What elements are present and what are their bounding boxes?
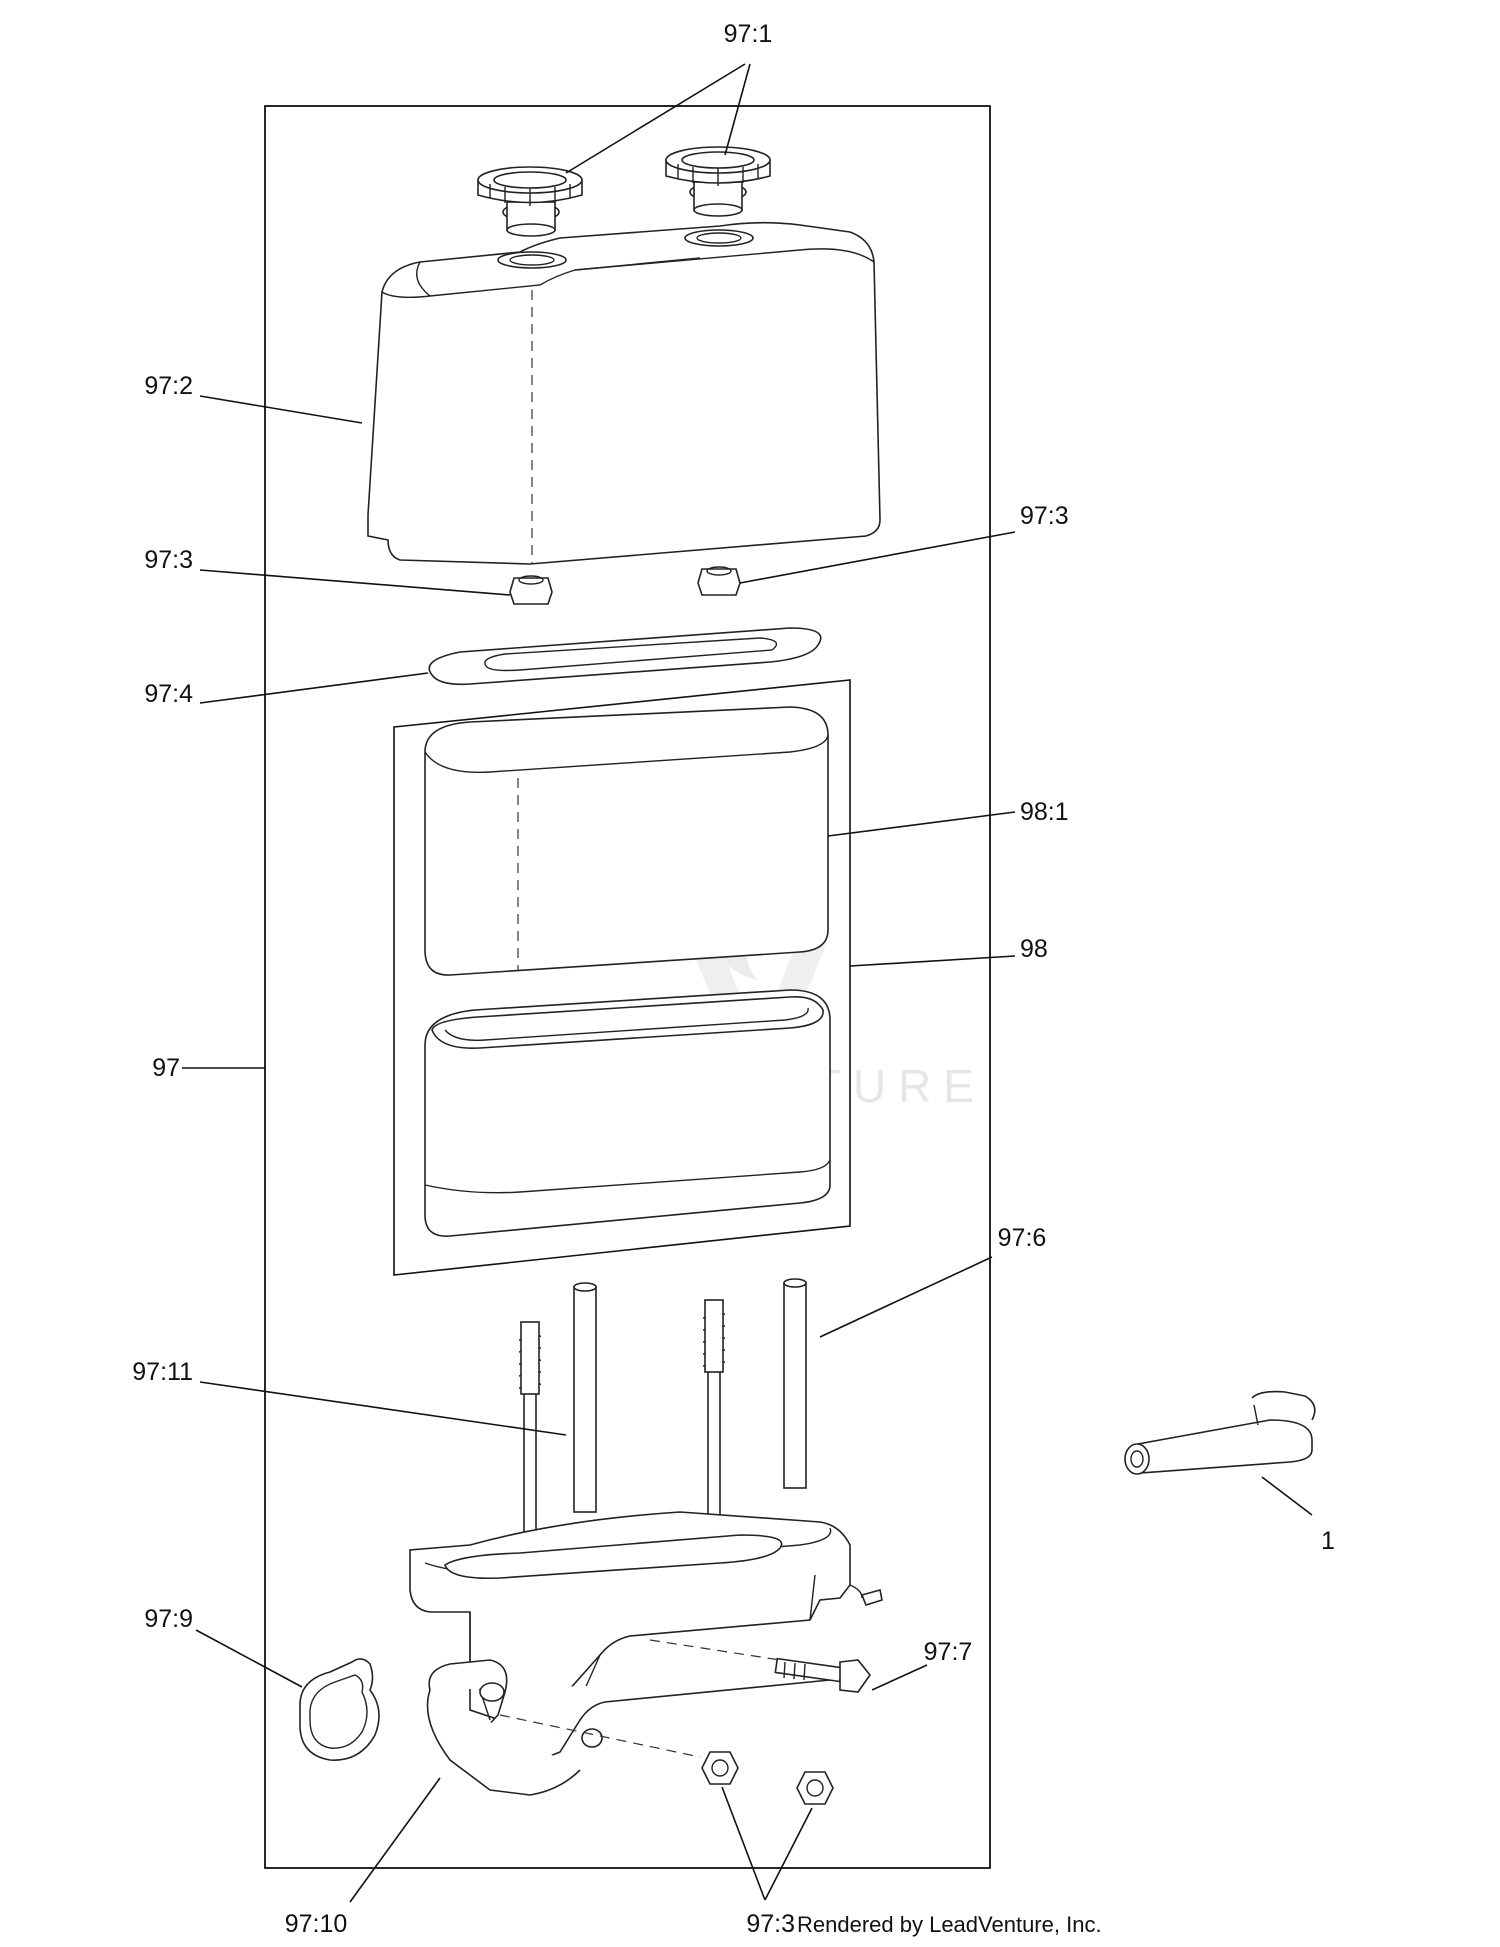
knob-right <box>665 146 771 217</box>
callout-97-6: 97:6 <box>998 1224 1047 1252</box>
callout-97-1: 97:1 <box>724 20 773 48</box>
tube-left <box>573 1282 597 1513</box>
callout-97-11: 97:11 <box>132 1358 193 1386</box>
callout-97-9: 97:9 <box>144 1605 193 1633</box>
tube-right <box>783 1278 807 1489</box>
nut-upper-left <box>509 575 553 605</box>
nut-upper-right <box>697 566 741 596</box>
screw <box>774 1657 872 1693</box>
hose <box>1124 1390 1316 1475</box>
callout-98-1: 98:1 <box>1020 798 1069 826</box>
callout-97-3-left: 97:3 <box>144 546 193 574</box>
bolt-right <box>702 1299 726 1531</box>
callout-97-4: 97:4 <box>144 680 193 708</box>
nut-lower-left <box>701 1751 739 1785</box>
callout-97-3-right: 97:3 <box>1020 502 1069 530</box>
cover <box>367 221 881 565</box>
callout-97: 97 <box>152 1054 180 1082</box>
gasket <box>428 627 822 686</box>
knob-left <box>477 166 583 237</box>
assembly-frame-97 <box>264 105 991 1869</box>
callout-97-7: 97:7 <box>924 1638 973 1666</box>
bolt-left <box>518 1321 542 1551</box>
seal <box>299 1658 380 1761</box>
callout-97-2: 97:2 <box>144 372 193 400</box>
callout-1: 1 <box>1321 1527 1335 1555</box>
nut-lower-right <box>796 1771 834 1805</box>
leader-lines <box>182 63 1313 1903</box>
callout-98: 98 <box>1020 935 1048 963</box>
filter-element <box>424 989 831 1237</box>
callout-97-10: 97:10 <box>285 1910 348 1938</box>
render-credit: Rendered by LeadVenture, Inc. <box>797 1912 1102 1937</box>
callout-97-3-bottom: 97:3 <box>746 1910 795 1938</box>
pre-filter <box>424 706 829 976</box>
element-frame-98 <box>393 679 851 1276</box>
callout-labels: 97:1 97:2 97:3 97:3 97:4 98:1 98 97 97:6… <box>132 20 1335 1938</box>
base <box>409 1511 883 1796</box>
